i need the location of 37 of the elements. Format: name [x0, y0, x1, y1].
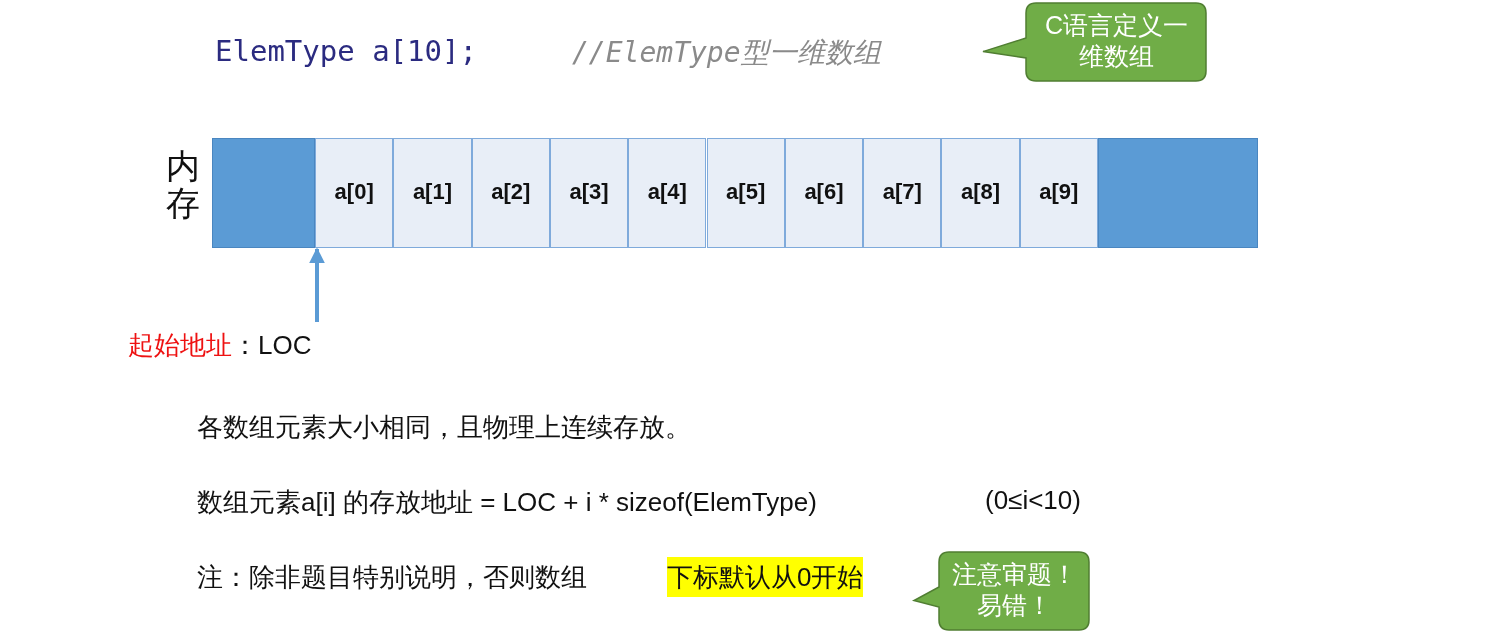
speech-bubble: [982, 2, 1207, 82]
cell-label: a[3]: [568, 179, 610, 205]
callout-text: 注意审题！易错！: [951, 559, 1078, 621]
arrow: [309, 247, 325, 322]
cell-label: a[7]: [881, 179, 923, 205]
array-cell: [941, 138, 1020, 248]
cell-label: a[1]: [411, 179, 453, 205]
cell-label: a[8]: [959, 179, 1002, 205]
speech-bubble: [913, 551, 1090, 631]
array-cell: [1019, 138, 1098, 248]
array-cell: [706, 138, 785, 248]
cell-label: a[4]: [646, 179, 688, 205]
cell-label: a[5]: [725, 179, 767, 205]
memory-block: [212, 138, 315, 248]
array-cell: [315, 138, 394, 248]
address-formula: 数组元素a[i] 的存放地址 = LOC + i * sizeof(ElemType): [197, 486, 817, 519]
description-text: 各数组元素大小相同，且物理上连续存放。: [197, 411, 691, 444]
memory-label: 内存: [166, 148, 200, 223]
cell-label: a[6]: [803, 179, 845, 205]
cell-label: a[9]: [1038, 179, 1080, 205]
memory-block: [1098, 138, 1258, 248]
callout-text: C语言定义一维数组: [1043, 10, 1190, 72]
array-cell: [393, 138, 472, 248]
array-cell: [863, 138, 942, 248]
array-cell: [549, 138, 629, 248]
code-declaration: ElemType a[10];: [215, 34, 477, 68]
array-cell: [784, 138, 864, 248]
array-cell: [628, 138, 707, 248]
address-text: 起始地址: [128, 330, 232, 360]
cell-label: a[2]: [490, 179, 532, 205]
cell-label: a[0]: [333, 179, 375, 205]
address-text: ：LOC: [232, 330, 312, 360]
note-text: 注：除非题目特别说明，否则数组: [197, 561, 587, 594]
highlighted-text: 下标默认从0开始: [667, 557, 864, 597]
index-range: (0≤i<10): [985, 485, 1081, 516]
code-comment: //ElemType型一维数组: [572, 35, 881, 71]
array-cell: [471, 138, 550, 248]
